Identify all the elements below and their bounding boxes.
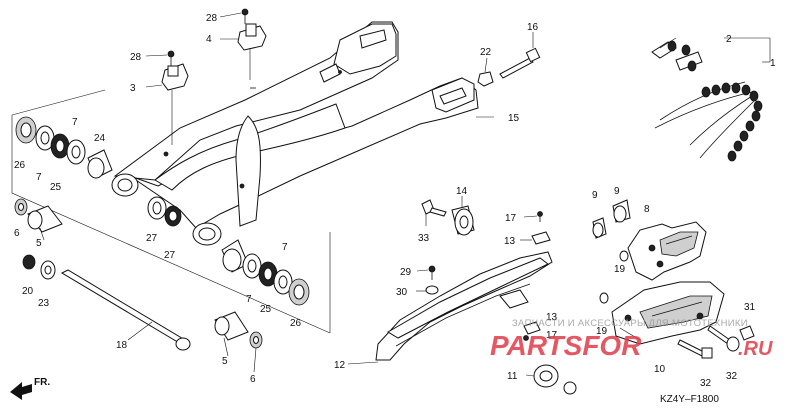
washer-19-upper	[619, 250, 629, 262]
callout-25-right: 25	[260, 304, 272, 315]
clip-13-upper	[531, 231, 551, 245]
screw-17-upper	[537, 211, 543, 222]
callout-33: 33	[418, 233, 430, 244]
cap-6-right	[249, 331, 263, 349]
washer-30	[425, 285, 439, 295]
drive-chain	[654, 81, 763, 162]
callout-31: 31	[744, 302, 756, 313]
pivot-group-bracket	[11, 89, 331, 334]
callout-10: 10	[654, 364, 666, 375]
bolt-33	[421, 199, 447, 217]
collar-9-left	[592, 217, 607, 239]
callout-11: 11	[507, 371, 518, 382]
callout-32-left: 32	[700, 378, 712, 389]
callout-27-a: 27	[146, 233, 158, 244]
callout-labels: 1 2 3 4 5 5 6 6 7 7 7 7 8 9 9 10 11 12 1…	[14, 13, 776, 389]
callout-13-lower: 13	[546, 312, 558, 323]
center-pivot-stack	[147, 196, 182, 227]
bolt-31	[739, 325, 755, 341]
callout-1: 1	[770, 58, 776, 69]
watermark: ЗАПЧАСТИ И АКСЕССУАРЫ ДЛЯ МОТОТЕХНИКИ PA…	[490, 318, 773, 361]
washer-23	[40, 260, 56, 280]
callout-20: 20	[22, 286, 34, 297]
bolt-16	[499, 47, 541, 79]
callout-9-b: 9	[614, 186, 620, 197]
callout-4: 4	[206, 34, 212, 45]
callout-16: 16	[527, 22, 539, 33]
bolt-28-upper	[241, 8, 249, 24]
callout-12: 12	[334, 360, 346, 371]
callout-19-upper: 19	[614, 264, 626, 275]
callout-24: 24	[94, 133, 106, 144]
watermark-brand-suffix: .RU	[738, 338, 773, 360]
callout-7-d: 7	[246, 294, 252, 305]
roller-11	[533, 364, 559, 388]
nut-20	[22, 254, 36, 270]
callout-7-a: 7	[72, 117, 78, 128]
cap-6-left	[14, 198, 28, 216]
callout-26-right: 26	[290, 318, 302, 329]
chain-guide-upper	[627, 221, 707, 281]
watermark-caption: ЗАПЧАСТИ И АКСЕССУАРЫ ДЛЯ МОТОТЕХНИКИ	[512, 318, 748, 329]
collar-5-right	[214, 311, 249, 341]
front-arrow-icon	[10, 382, 32, 400]
bolt-32-left	[677, 339, 713, 359]
washer-19-lower	[599, 292, 609, 304]
pivot-bolt-18	[60, 269, 191, 351]
callout-3: 3	[130, 83, 136, 94]
callout-32-right: 32	[726, 371, 738, 382]
callout-18: 18	[116, 340, 128, 351]
callout-28-lower: 28	[130, 52, 142, 63]
callout-7-c: 7	[282, 242, 288, 253]
callout-13-upper: 13	[504, 236, 516, 247]
callout-28-upper: 28	[206, 13, 218, 24]
front-label: FR.	[34, 377, 50, 388]
callout-27-b: 27	[164, 250, 176, 261]
callout-19-lower: 19	[596, 326, 608, 337]
callout-29: 29	[400, 267, 412, 278]
right-pivot-stack	[221, 239, 310, 306]
callout-8: 8	[644, 204, 650, 215]
collar-5-left	[27, 205, 63, 233]
callout-26-left: 26	[14, 160, 26, 171]
callout-23: 23	[38, 298, 50, 309]
callout-14: 14	[456, 186, 468, 197]
watermark-brand: PARTSFOR	[490, 330, 642, 361]
chain-guide-lower	[611, 281, 725, 345]
leader-lines	[39, 12, 771, 377]
clip-13-lower	[523, 321, 541, 335]
callout-6-left: 6	[14, 228, 20, 239]
callout-22: 22	[480, 47, 492, 58]
left-pivot-stack	[15, 116, 113, 179]
bolt-32-right	[707, 325, 740, 352]
callout-2: 2	[726, 34, 732, 45]
slider-roller-14	[451, 205, 475, 236]
callout-6-right: 6	[250, 374, 256, 385]
upper-bracket-4	[237, 23, 267, 80]
callout-5-left: 5	[36, 238, 42, 249]
screw-29	[428, 265, 436, 280]
roller-nut	[563, 381, 577, 395]
callout-17-lower: 17	[546, 330, 558, 341]
diagram-code: KZ4Y–F1800	[660, 394, 719, 405]
nut-22	[477, 71, 494, 87]
chain-slider	[375, 251, 553, 361]
swingarm	[111, 21, 479, 246]
callout-25-left: 25	[50, 182, 62, 193]
screw-17-lower	[523, 335, 529, 341]
collar-9-right	[612, 199, 631, 223]
callout-9-a: 9	[592, 190, 598, 201]
callout-7-b: 7	[36, 172, 42, 183]
upper-bracket-3	[161, 63, 189, 145]
callout-17-upper: 17	[505, 213, 517, 224]
chain-joint	[651, 37, 703, 72]
callout-30: 30	[396, 287, 408, 298]
callout-15: 15	[508, 113, 520, 124]
callout-5-right: 5	[222, 356, 228, 367]
bolt-28-lower	[167, 50, 175, 66]
